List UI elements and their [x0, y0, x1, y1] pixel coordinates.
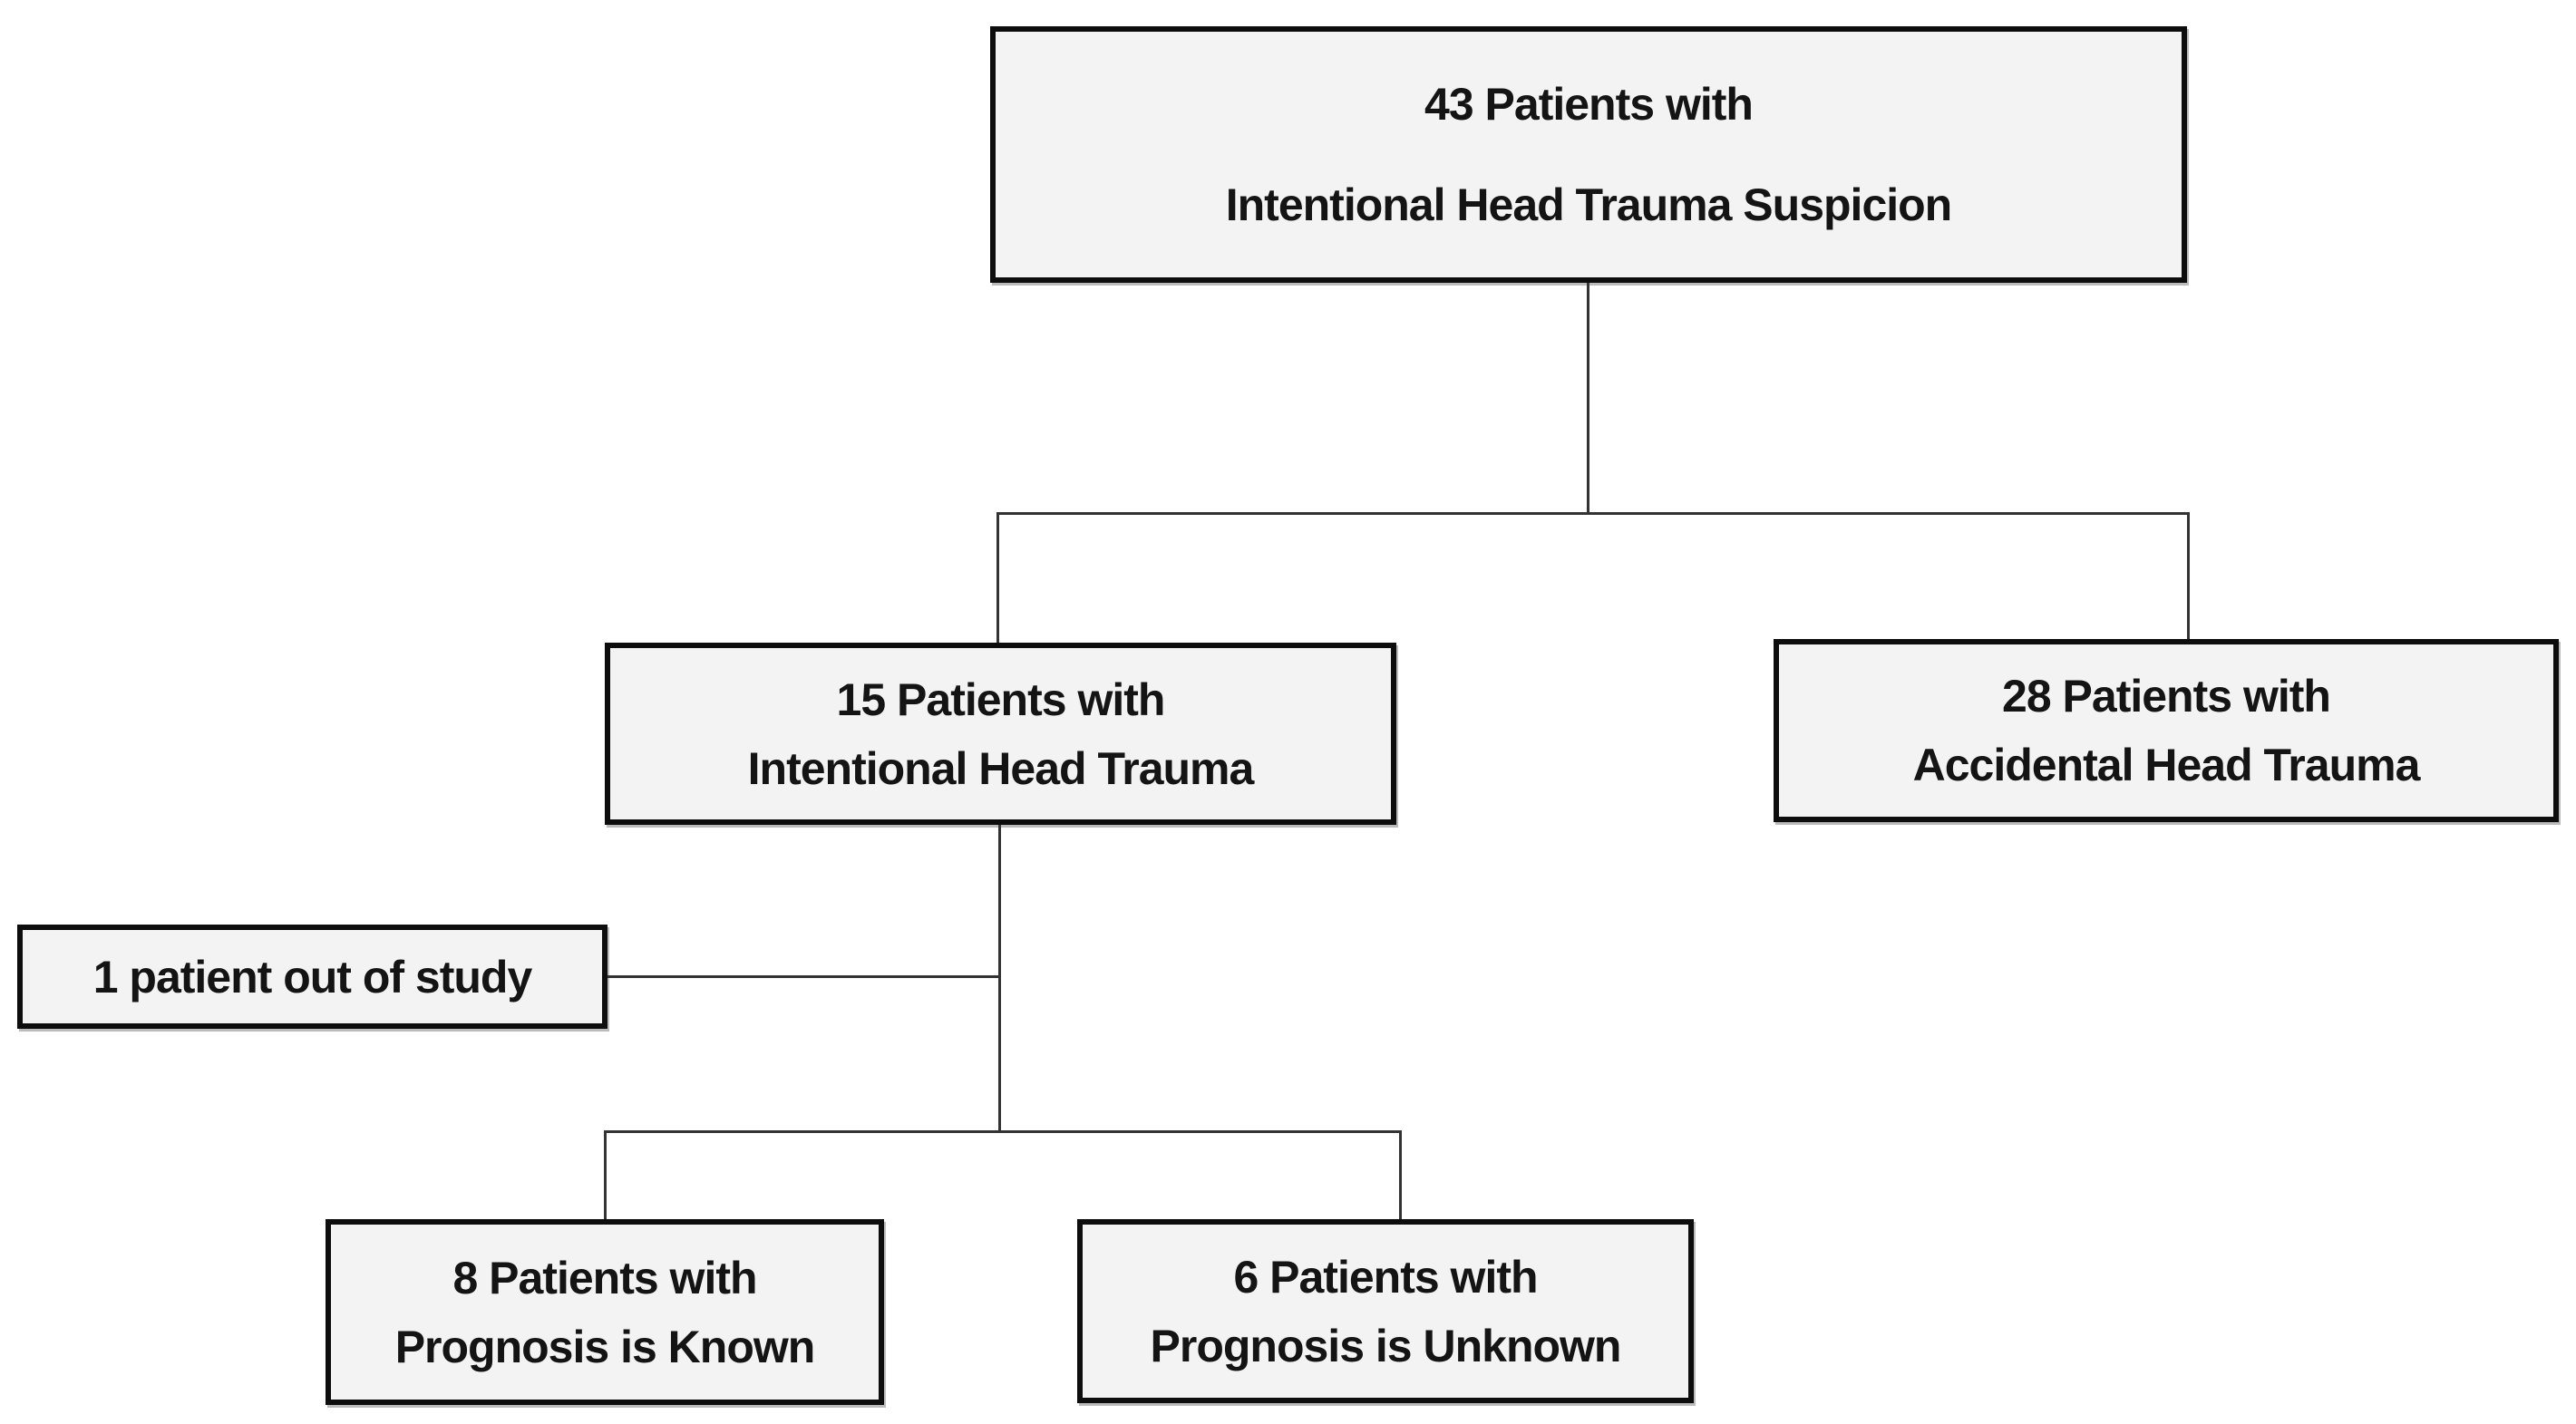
connector-bottom-split: [604, 1130, 1402, 1133]
connector-drop-known: [604, 1130, 607, 1221]
node-trauma-suspicion-line1: 43 Patients with: [1424, 79, 1754, 131]
node-accidental-trauma-line1: 28 Patients with: [2002, 671, 2331, 722]
connector-drop-intentional: [996, 512, 999, 644]
node-out-of-study-line1: 1 patient out of study: [92, 951, 533, 1003]
connector-drop-unknown: [1399, 1130, 1402, 1221]
node-intentional-trauma-line1: 15 Patients with: [836, 673, 1166, 725]
node-intentional-trauma: 15 Patients with Intentional Head Trauma: [605, 643, 1396, 825]
node-prognosis-known-line1: 8 Patients with: [452, 1252, 757, 1303]
connector-top-split: [996, 512, 2190, 515]
node-accidental-trauma-line2: Accidental Head Trauma: [1912, 740, 2421, 790]
node-prognosis-unknown-line1: 6 Patients with: [1233, 1251, 1538, 1303]
node-prognosis-known-line2: Prognosis is Known: [394, 1321, 816, 1372]
node-prognosis-known: 8 Patients with Prognosis is Known: [326, 1219, 884, 1405]
node-intentional-trauma-line2: Intentional Head Trauma: [747, 742, 1255, 794]
node-prognosis-unknown-line2: Prognosis is Unknown: [1150, 1320, 1622, 1371]
connector-out-of-study: [606, 975, 1001, 978]
node-trauma-suspicion: 43 Patients with Intentional Head Trauma…: [990, 26, 2187, 283]
node-prognosis-unknown: 6 Patients with Prognosis is Unknown: [1077, 1219, 1694, 1403]
connector-drop-accidental: [2187, 512, 2190, 641]
node-accidental-trauma: 28 Patients with Accidental Head Trauma: [1774, 639, 2559, 822]
connector-root-stem: [1587, 283, 1589, 515]
node-out-of-study: 1 patient out of study: [17, 925, 608, 1029]
connector-intentional-stem: [998, 823, 1001, 1133]
node-trauma-suspicion-line2: Intentional Head Trauma Suspicion: [1225, 179, 1952, 230]
